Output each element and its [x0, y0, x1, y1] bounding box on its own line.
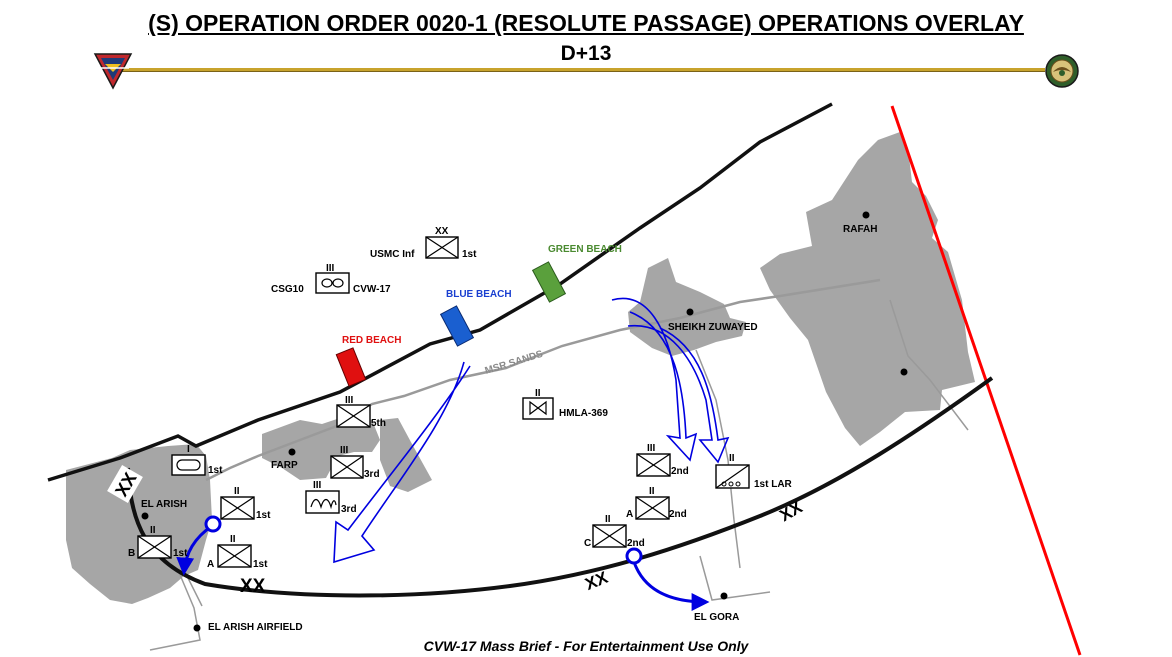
header-rule [120, 68, 1045, 72]
coastline [47, 102, 833, 482]
svg-text:1st: 1st [253, 559, 268, 570]
unit-1st-infantry-north: II 1st [220, 486, 271, 521]
svg-text:1st: 1st [208, 465, 223, 476]
svg-text:2nd: 2nd [671, 466, 689, 477]
green-beach-label: GREEN BEACH [548, 244, 622, 255]
svg-text:3rd: 3rd [341, 504, 357, 515]
town-dot [288, 448, 296, 456]
unit-usmc-inf-division: XX USMC Inf 1st [370, 226, 477, 260]
place-el-arish-airfield: EL ARISH AIRFIELD [208, 622, 303, 633]
unit-3rd-infantry: III 3rd [330, 445, 380, 480]
place-rafah: RAFAH [843, 224, 877, 235]
svg-text:II: II [605, 514, 611, 525]
svg-text:III: III [326, 263, 335, 274]
place-el-arish: EL ARISH [141, 499, 187, 510]
blue-beach-label: BLUE BEACH [446, 289, 512, 300]
advance-arrow-east [611, 297, 730, 464]
unit-symbols: XX USMC Inf 1st III CSG10 CVW-17 II HMLA… [128, 226, 793, 570]
svg-text:II: II [649, 486, 655, 497]
svg-text:1st: 1st [173, 548, 188, 559]
svg-text:1st LAR: 1st LAR [754, 479, 793, 490]
advance-arrow-west [333, 361, 471, 564]
page-subtitle: D+13 [560, 42, 612, 65]
svg-text:II: II [150, 525, 156, 536]
urban-rafah [760, 132, 975, 446]
msr-sands-label: MSR SANDS [484, 349, 545, 377]
unit-3rd-engineer: III 3rd [305, 480, 357, 515]
svg-text:5th: 5th [371, 418, 386, 429]
unit-c-2nd-infantry: II C 2nd [584, 514, 645, 549]
boundary-mark: XX [240, 576, 266, 597]
town-dot [141, 512, 149, 520]
svg-text:III: III [313, 480, 322, 491]
unit-b-1st-infantry: II B 1st [128, 525, 188, 559]
page-title: (S) OPERATION ORDER 0020-1 (RESOLUTE PAS… [148, 10, 1024, 36]
header: (S) OPERATION ORDER 0020-1 (RESOLUTE PAS… [0, 0, 1172, 90]
svg-text:1st: 1st [256, 510, 271, 521]
svg-text:II: II [535, 388, 541, 399]
unit-5th-infantry: III 5th [336, 395, 386, 429]
unit-hmla-369: II HMLA-369 [522, 388, 608, 420]
town-dot [193, 624, 201, 632]
town-dot [686, 308, 694, 316]
red-beach-label: RED BEACH [342, 335, 401, 346]
svg-text:USMC Inf: USMC Inf [370, 249, 415, 260]
msr-sands-route [205, 278, 881, 482]
town-dot [900, 368, 908, 376]
unit-a-1st-infantry: II A 1st [207, 534, 268, 570]
green-beach-marker [531, 261, 567, 303]
svg-text:III: III [345, 395, 354, 406]
unit-1st-armor: I 1st [171, 444, 223, 476]
unit-a-2nd-infantry: II A 2nd [626, 486, 687, 520]
maneuver-origin [204, 515, 222, 533]
svg-text:B: B [128, 548, 135, 559]
maneuver-arrow-el-gora [632, 561, 710, 611]
svg-text:III: III [647, 443, 656, 454]
svg-text:2nd: 2nd [669, 509, 687, 520]
svg-text:2nd: 2nd [627, 538, 645, 549]
urban-farp [262, 416, 380, 480]
movement-arrows [176, 297, 730, 611]
svg-text:II: II [234, 486, 240, 497]
svg-text:II: II [230, 534, 236, 545]
svg-text:HMLA-369: HMLA-369 [559, 408, 608, 419]
unit-2nd-infantry-north: III 2nd [636, 443, 689, 477]
svg-text:C: C [584, 538, 591, 549]
footer-caption: CVW-17 Mass Brief - For Entertainment Us… [423, 638, 749, 654]
town-dot [720, 592, 728, 600]
svg-text:II: II [729, 453, 735, 464]
unit-1st-lar: II 1st LAR [715, 453, 793, 490]
unit-csg10-cvw17: III CSG10 CVW-17 [271, 263, 391, 295]
red-beach-marker [335, 347, 367, 387]
svg-text:CVW-17: CVW-17 [353, 284, 391, 295]
minor-roads [149, 299, 969, 651]
squadron-emblem-icon [93, 53, 133, 90]
svg-text:1st: 1st [462, 249, 477, 260]
svg-text:III: III [340, 445, 349, 456]
svg-text:3rd: 3rd [364, 469, 380, 480]
blue-beach-marker [439, 305, 475, 347]
place-el-gora: EL GORA [694, 612, 739, 623]
svg-text:I: I [187, 444, 190, 455]
boundary-mark: XX [776, 497, 806, 525]
place-markers: RAFAH SHEIKH ZUWAYED FARP EL ARISH EL AR… [141, 211, 908, 633]
svg-text:CSG10: CSG10 [271, 284, 304, 295]
svg-text:A: A [207, 559, 214, 570]
place-farp: FARP [271, 460, 298, 471]
maneuver-origin [625, 547, 643, 565]
place-sheikh-zuwayed: SHEIKH ZUWAYED [668, 322, 758, 333]
town-dot [862, 211, 870, 219]
svg-text:XX: XX [435, 226, 449, 237]
seal-emblem-icon [1045, 54, 1079, 88]
svg-text:A: A [626, 509, 633, 520]
